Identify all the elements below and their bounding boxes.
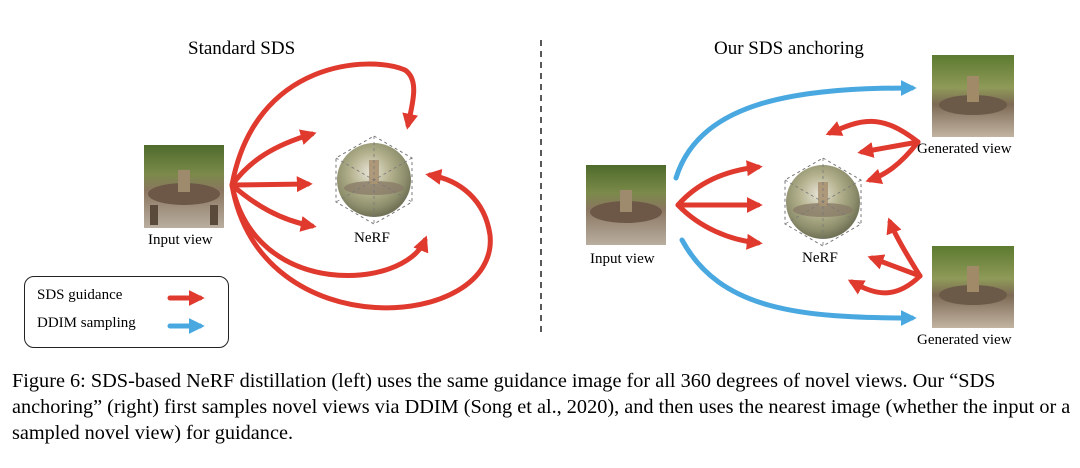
- legend-ddim-label: DDIM sampling: [37, 315, 136, 331]
- top-sds-arrow-b: [857, 139, 921, 158]
- left-nerf-sphere: [335, 135, 413, 225]
- input-sds-arrow-lower: [675, 202, 763, 250]
- left-sds-arrows: [229, 61, 493, 311]
- figure-caption: Figure 6: SDS-based NeRF distillation (l…: [12, 370, 1071, 444]
- generated-view-bottom-image: [932, 246, 1014, 328]
- sds-arrow-top: [229, 61, 419, 188]
- legend-sds-label: SDS guidance: [37, 287, 123, 303]
- bottom-sds-arrow-a: [886, 217, 923, 279]
- sds-arrow-bottom: [229, 182, 429, 279]
- left-nerf-label: NeRF: [354, 230, 390, 246]
- sds-arrow-lower: [229, 182, 317, 232]
- diagram-canvas: [144, 40, 1014, 335]
- input-sds-arrow-upper: [675, 160, 763, 208]
- bottom-sds-arrow-c: [847, 273, 923, 296]
- right-input-view-label: Input view: [590, 251, 655, 267]
- top-sds-arrow-a: [825, 118, 921, 145]
- ddim-arrow-top: [673, 80, 917, 181]
- right-nerf-sphere: [784, 157, 862, 247]
- generated-view-top-image: [932, 55, 1014, 137]
- sds-arrow-middle: [229, 176, 313, 193]
- right-panel-title: Our SDS anchoring: [714, 38, 864, 59]
- ddim-arrow-bottom: [679, 237, 917, 326]
- right-input-view-image: [586, 165, 666, 245]
- top-sds-arrow-c: [865, 139, 921, 185]
- left-input-view-image: [144, 145, 224, 228]
- left-panel-title: Standard SDS: [188, 38, 296, 59]
- bottom-sds-arrow-b: [867, 254, 923, 279]
- right-nerf-label: NeRF: [802, 250, 838, 266]
- sds-arrow-wrap: [229, 168, 493, 311]
- legend-box: SDS guidance DDIM sampling: [24, 276, 229, 348]
- sds-arrow-upper: [229, 129, 317, 188]
- right-sds-arrows: [675, 118, 923, 296]
- left-input-view-label: Input view: [148, 232, 213, 248]
- generated-view-top-label: Generated view: [917, 141, 1012, 157]
- ddim-arrows: [673, 80, 917, 326]
- generated-view-bottom-label: Generated view: [917, 332, 1012, 348]
- figure: Standard SDS Our SDS anchoring Input vie…: [24, 38, 1014, 348]
